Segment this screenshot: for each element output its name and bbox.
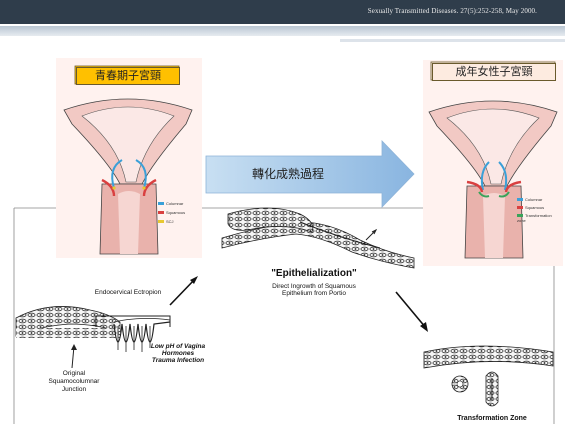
squamous-swatch-icon (517, 206, 523, 209)
legend-right: Columnar Squamous Transformation zone (517, 197, 561, 223)
epithelialization-subtitle: Direct Ingrowth of Squamous Epithelium f… (268, 283, 360, 297)
columnar-swatch-icon (158, 202, 164, 205)
legend-left: Columnar Squamous SCJ (158, 201, 185, 224)
transformation-zone-label: Transformation Zone (437, 415, 547, 422)
endocervical-ectropion-label: Endocervical Ectropion (92, 289, 164, 297)
process-arrow-label: 轉化成熟過程 (252, 165, 324, 182)
squamous-swatch-icon (158, 211, 164, 214)
adult-cervix-label: 成年女性子宮頸 (432, 63, 556, 81)
low-ph-label: Low pH of Vagina Hormones Trauma Infecti… (150, 343, 206, 364)
transformation-zone-swatch-icon (517, 214, 523, 217)
columnar-swatch-icon (517, 198, 523, 201)
scj-swatch-icon (158, 220, 164, 223)
original-scj-label: Original Squamocolumnar Junction (46, 370, 102, 394)
epithelialization-title: "Epithelialization" (262, 268, 366, 279)
adolescent-cervix-label: 青春期子宮頸 (76, 67, 180, 85)
